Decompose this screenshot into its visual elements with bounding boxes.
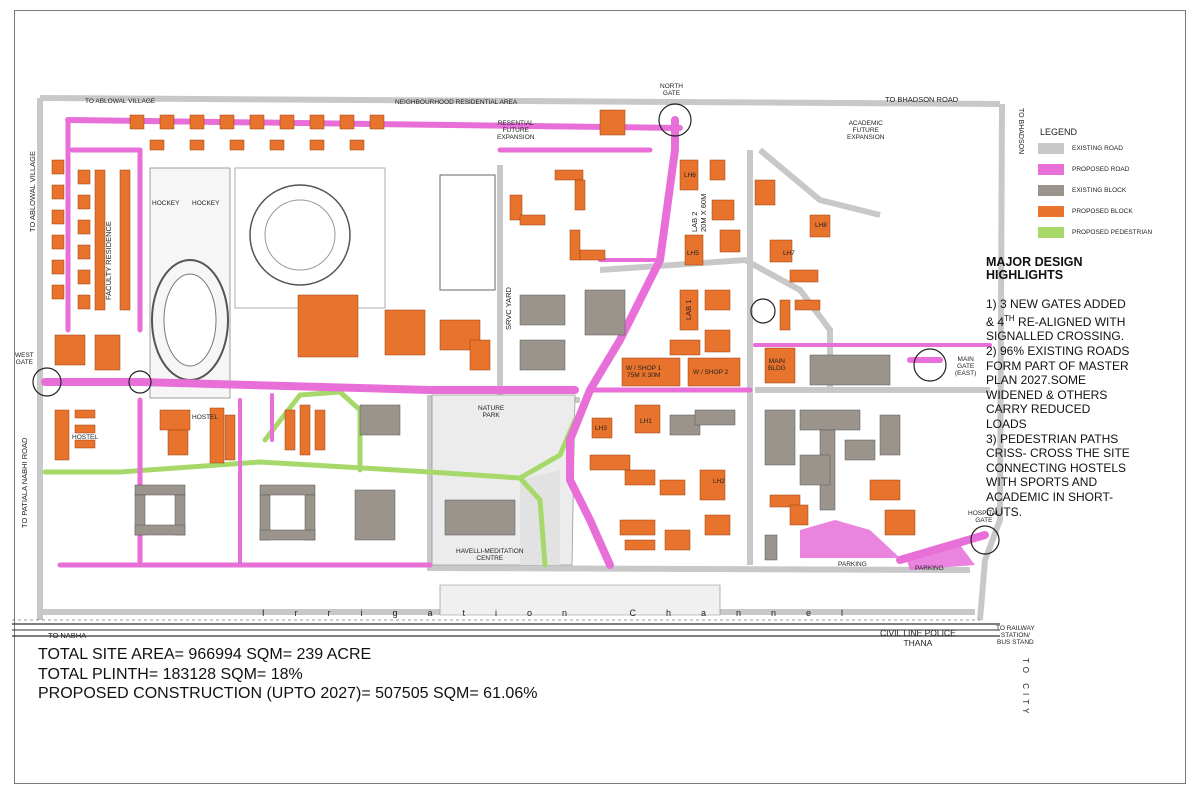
label-lh2: LH2 [713,478,725,485]
label-west-gate: WEST GATE [15,352,34,366]
label-to-city: TO CITY [1021,658,1030,718]
label-north-gate: NORTH GATE [660,83,683,97]
label-to-ablowal-village-side: TO ABLOWAL VILLAGE [28,150,37,232]
internal-road-5 [427,395,971,573]
west-roundabout [128,370,152,394]
tree-belt [439,584,721,616]
label-academic-future: ACADEMIC FUTURE EXPANSION [847,120,885,141]
label-to-bhadson-road: TO BHADSON ROAD [885,95,959,104]
site-statistics: TOTAL SITE AREA= 966994 SQM= 239 ACRE TO… [38,645,537,704]
label-to-patiala-nabhi-road: TO PATIALA NABHI ROAD [20,437,29,528]
parking-areas [800,520,975,570]
railway-lines [12,619,1000,637]
label-canal: Irrigation Channel [262,608,874,618]
legend-item: EXISTING ROAD [1038,143,1123,154]
label-main-bldg: MAIN BLDG [768,358,786,372]
proposed-blocks [51,109,916,551]
east-boundary-road [977,103,1005,621]
label-lab-2: LAB 2 20M X 60M [690,193,708,232]
legend-swatch [1038,227,1064,238]
label-main-gate: MAIN GATE (EAST) [955,356,977,377]
label-to-ablowal-village-top: TO ABLOWAL VILLAGE [85,98,156,105]
nature-park [431,394,576,566]
stat-total-site-area: TOTAL SITE AREA= 966994 SQM= 239 ACRE [38,646,372,663]
label-neighbourhood: NEIGHBOURHOOD RESIDENTIAL AREA [395,99,518,106]
label-w-shop-1: W / SHOP 1 75M X 30M [626,365,662,379]
central-roundabout [750,298,776,324]
legend-item: EXISTING BLOCK [1038,185,1126,196]
label-lh1: LH1 [640,418,652,425]
gates [32,103,1000,555]
label-residential-future: RESENTIAL FUTURE EXPANSION [497,120,535,141]
legend-title: LEGEND [1040,127,1078,137]
legend-label: PROPOSED PEDESTRIAN [1072,229,1153,236]
existing-roads [37,95,1005,621]
existing-blocks [134,289,901,561]
label-srvc-yard: SRVC YARD [504,287,513,330]
label-lh5: LH5 [687,250,699,257]
label-to-bhadson-vertical: TO BHADSON [1017,108,1024,155]
legend-swatch [1038,164,1064,175]
label-hockey-1: HOCKEY [152,200,180,207]
legend-swatch [1038,206,1064,217]
legend-label: EXISTING ROAD [1072,145,1123,152]
legend-item: PROPOSED PEDESTRIAN [1038,227,1152,238]
label-hospital-gate: HOSPITAL GATE [968,510,1000,524]
label-parking-1: PARKING [838,561,867,568]
legend-label: PROPOSED BLOCK [1072,208,1133,215]
design-highlights: MAJOR DESIGN HIGHLIGHTS 1) 3 NEW GATES A… [986,241,1186,519]
internal-road-4 [758,147,881,218]
label-to-nabha: TO NABHA [48,631,87,640]
label-lh7: LH7 [783,250,795,257]
map-frame [14,10,1186,784]
label-hockey-2: HOCKEY [192,200,220,207]
label-parking-2: PARKING [915,565,944,572]
top-boundary-road [39,95,1001,107]
label-havelli: HAVELLI-MEDITATION CENTRE [456,548,524,562]
hospital-gate-circle [970,525,1000,555]
label-lh6: LH6 [684,172,696,179]
legend-label: EXISTING BLOCK [1072,187,1127,194]
label-nature-park: NATURE PARK [478,405,505,419]
legend-label: PROPOSED ROAD [1072,166,1130,173]
label-hostel-2: HOSTEL [192,414,219,421]
highlight-1b: RE-ALIGNED WITH SIGNALLED CROSSING. [986,314,1126,344]
label-to-railway: TO RAILWAY STATION/ BUS STAND [996,625,1035,646]
highlights-title: MAJOR DESIGN HIGHLIGHTS [986,254,1083,283]
label-civil-line: CIVIL LINE POLICE THANA [880,628,956,648]
west-gate-circle [32,367,62,397]
stat-total-plinth: TOTAL PLINTH= 183128 SQM= 18% [38,665,303,683]
highlight-1-sup: TH [1004,313,1015,323]
north-gate-circle [658,103,692,137]
highlight-3: 3) PEDESTRIAN PATHS CRISS- CROSS THE SIT… [986,431,1130,519]
legend-swatch [1038,185,1064,196]
sports-complex [149,167,496,399]
highlight-1a: 1) 3 NEW GATES ADDED & 4 [986,297,1126,329]
label-faculty-residence: FACULTY RESIDENCE [104,221,113,300]
label-w-shop-2: W / SHOP 2 [693,369,729,376]
highlight-2: 2) 96% EXISTING ROADS FORM PART OF MASTE… [986,343,1130,431]
main-gate-circle [913,348,947,382]
label-lab-1: LAB 1 [684,299,693,320]
legend-swatch [1038,143,1064,154]
label-hostel-1: HOSTEL [72,434,99,441]
label-lh3: LH3 [595,425,607,432]
legend-item: PROPOSED BLOCK [1038,206,1133,217]
stat-proposed-construction: PROPOSED CONSTRUCTION (UPTO 2027)= 50750… [38,685,538,702]
legend-item: PROPOSED ROAD [1038,164,1129,175]
label-lh8: LH8 [815,222,827,229]
